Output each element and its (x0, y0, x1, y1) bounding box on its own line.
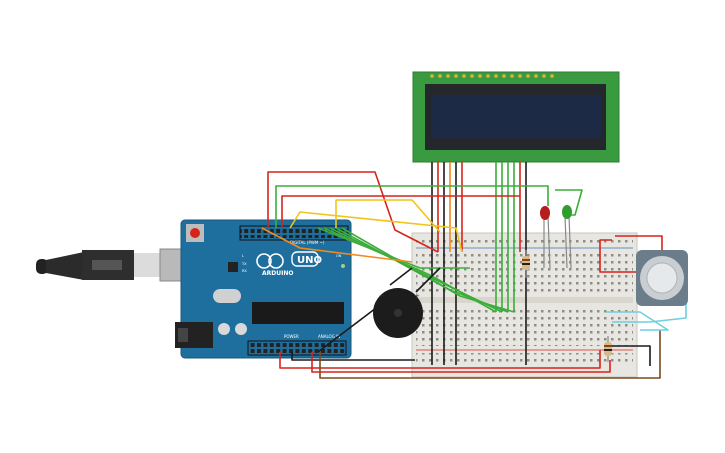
buzzer-minus-label: − (379, 292, 385, 300)
led-red-icon (540, 206, 551, 269)
wire-sensor-vcc (599, 239, 640, 273)
led-green-icon (562, 205, 572, 269)
wire-buzzer-neg (389, 267, 413, 286)
wires (261, 162, 687, 379)
wire-red-mid (281, 195, 520, 228)
wire-red-top (267, 171, 439, 253)
led-on-label: ON (336, 254, 342, 258)
power-header-label: POWER (284, 334, 299, 339)
wire-sensor-a0 (319, 330, 661, 379)
wire-yellow-2 (335, 199, 441, 233)
wire-buzzer-gnd (317, 304, 381, 353)
arduino-model-label: UNO (297, 255, 322, 266)
wire-gnd-rail (291, 352, 415, 361)
wire-sensor-vcc-2 (615, 235, 663, 256)
arduino-brand-label: ARDUINO (262, 270, 293, 277)
wire-5v-rail (279, 350, 601, 369)
atmega-chip (252, 302, 344, 324)
wire-d1 (341, 227, 515, 313)
analog-header-label: ANALOG IN (318, 334, 340, 339)
wire-buzzer-pos (415, 267, 441, 293)
breadboard (411, 232, 638, 378)
lcd-screen (431, 95, 601, 138)
reset-button[interactable] (190, 228, 200, 238)
resistor-sensor (604, 336, 612, 362)
wire-d5 (317, 227, 470, 269)
arduino-uno-board: ARDUINO UNO DIGITAL (PWM ~) POWER ANALOG… (175, 219, 352, 359)
wire-sensor-gnd (608, 345, 651, 366)
wire-bottom-red (311, 352, 611, 373)
wire-sensor-signal-2 (612, 300, 687, 323)
wire-orange (261, 227, 413, 263)
buzzer-plus-label: + (414, 292, 420, 300)
resistor-icon (522, 250, 530, 278)
wire-yellow (289, 211, 463, 253)
gas-sensor-icon (636, 250, 688, 306)
digital-header-label: DIGITAL (PWM ~) (290, 240, 325, 245)
led-l-label: L (242, 254, 244, 258)
lcd-16x2-display (412, 71, 620, 163)
led-rx-label: RX (242, 269, 247, 273)
led-tx-label: TX (241, 262, 247, 266)
piezo-buzzer-icon: − + (373, 288, 423, 338)
wire-green-led-red (275, 185, 549, 228)
